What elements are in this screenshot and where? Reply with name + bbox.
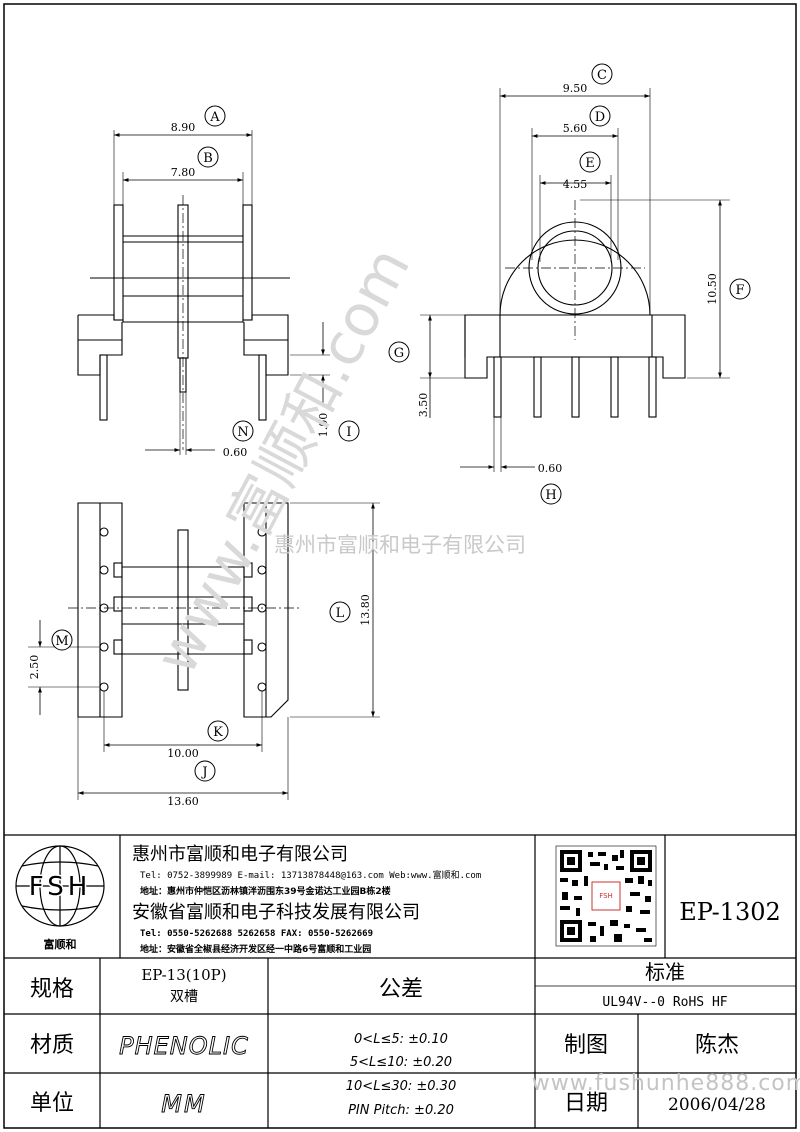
label-n: N xyxy=(237,425,248,440)
dim-k-value: 10.00 xyxy=(167,747,199,760)
spec-label: 规格 xyxy=(30,977,74,1002)
label-l: L xyxy=(336,606,345,621)
dim-d: D 5.60 xyxy=(531,105,619,260)
watermark-site: www.fushunhe888.com xyxy=(532,1071,800,1096)
dim-l: L 13.80 xyxy=(290,502,380,718)
tolerance-2: 5<L≤10: ±0.20 xyxy=(350,1055,452,1070)
label-h: H xyxy=(545,488,556,503)
fsh-logo xyxy=(15,845,105,927)
material-label: 材质 xyxy=(30,1033,74,1058)
title-block xyxy=(4,834,796,1128)
dim-l-value: 13.80 xyxy=(359,594,372,626)
date-value: 2006/04/28 xyxy=(668,1095,766,1115)
dim-g-value: 3.50 xyxy=(417,393,430,418)
tolerance-4: PIN Pitch: ±0.20 xyxy=(348,1103,454,1118)
logo-name: 富顺和 xyxy=(44,937,77,951)
dim-n: N 0.60 xyxy=(145,392,254,459)
label-f: F xyxy=(735,283,744,298)
dim-n-value: 0.60 xyxy=(223,446,248,459)
dim-h-value: 0.60 xyxy=(538,462,563,475)
dim-a: A 8.90 xyxy=(113,105,253,205)
drawn-label: 制图 xyxy=(564,1033,608,1058)
company-1-contact: Tel: 0752-3899989 E-mail: 13713878448@16… xyxy=(140,869,481,881)
watermark-company: 惠州市富顺和电子有限公司 xyxy=(274,533,526,557)
label-d: D xyxy=(595,110,605,125)
label-i: I xyxy=(346,425,351,440)
tolerance-3: 10<L≤30: ±0.30 xyxy=(346,1079,456,1094)
dim-k: K 10.00 xyxy=(103,691,263,760)
unit-label: 单位 xyxy=(30,1091,74,1116)
company-2-address: 地址：安徽省全椒县经济开发区经一中路6号富顺和工业园 xyxy=(140,943,371,955)
dim-c: C 9.50 xyxy=(499,63,651,315)
dim-f-value: 10.50 xyxy=(706,273,719,305)
tolerance-label: 公差 xyxy=(379,977,423,1002)
date-label: 日期 xyxy=(564,1091,608,1116)
label-b: B xyxy=(203,151,213,166)
dim-d-value: 5.60 xyxy=(563,122,588,135)
dim-j: J 13.60 xyxy=(77,717,289,808)
dim-e-value: 4.55 xyxy=(563,178,588,191)
dim-m-value: 2.50 xyxy=(28,655,41,680)
standard-label: 标准 xyxy=(645,960,685,984)
material-value: PHENOLIC xyxy=(119,1032,249,1060)
label-k: K xyxy=(213,725,223,740)
drawn-value: 陈杰 xyxy=(695,1033,739,1058)
label-e: E xyxy=(585,156,595,171)
standard-value: UL94V--0 RoHS HF xyxy=(602,995,727,1010)
dim-b-value: 7.80 xyxy=(171,166,196,179)
unit-value: MM xyxy=(161,1090,206,1118)
dim-h: H 0.60 xyxy=(460,417,563,505)
qr-code: FSH xyxy=(555,845,657,947)
company-1-address: 地址：惠州市仲恺区沥林镇泮沥围东39号金诺达工业园B栋2楼 xyxy=(140,885,391,897)
company-2-contact: Tel: 0550-5262688 5262658 FAX: 0550-5262… xyxy=(140,929,373,939)
side-view xyxy=(464,200,686,418)
logo-letters: FSH xyxy=(29,872,92,902)
dim-f: F 10.50 xyxy=(580,199,751,379)
front-view xyxy=(77,195,290,450)
dim-i: I 1.00 xyxy=(290,322,360,442)
dim-b: B 7.80 xyxy=(122,146,244,205)
label-a: A xyxy=(209,110,220,125)
dim-i-value: 1.00 xyxy=(317,413,330,438)
company-2-name: 安徽省富顺和电子科技发展有限公司 xyxy=(132,902,420,923)
watermark-url: www.富顺和.com xyxy=(142,236,424,684)
sheet-border xyxy=(3,3,797,1129)
dim-e: E 4.55 xyxy=(539,151,612,262)
part-number: EP-1302 xyxy=(679,898,781,926)
label-g: G xyxy=(394,346,404,361)
label-c: C xyxy=(597,68,607,83)
tolerance-1: 0<L≤5: ±0.10 xyxy=(354,1032,448,1047)
bottom-view xyxy=(68,502,300,718)
dim-a-value: 8.90 xyxy=(171,121,196,134)
dim-j-value: 13.60 xyxy=(167,795,199,808)
dim-c-value: 9.50 xyxy=(563,82,588,95)
label-m: M xyxy=(55,634,68,649)
label-j: J xyxy=(200,765,207,780)
company-1-name: 惠州市富顺和电子有限公司 xyxy=(132,844,348,865)
dim-g: G 3.50 xyxy=(388,314,465,418)
spec-sub: 双槽 xyxy=(170,989,198,1005)
qr-logo-letters: FSH xyxy=(599,892,613,900)
spec-value: EP-13(10P) xyxy=(141,966,226,984)
dim-m: M 2.50 xyxy=(28,620,100,715)
